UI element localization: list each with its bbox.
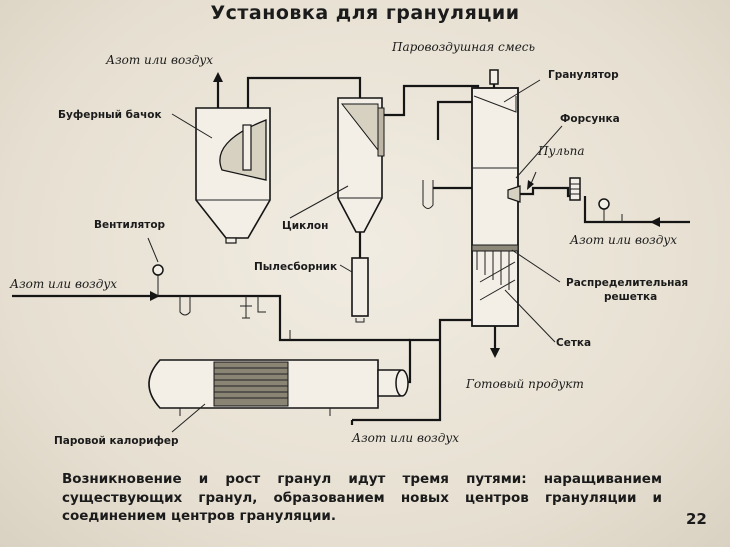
label-mesh: Сетка xyxy=(556,337,591,349)
cyclone-inlet xyxy=(377,107,385,157)
vapor-outlet xyxy=(489,69,499,85)
heater-supports xyxy=(179,408,331,416)
label-pulp: Пульпа xyxy=(537,144,584,158)
air-supply-pipe xyxy=(352,318,472,422)
valve-left-branch xyxy=(257,296,266,313)
mesh-line xyxy=(479,261,516,283)
label-cyclone: Циклон xyxy=(282,220,328,232)
left-air-arrow xyxy=(150,291,160,301)
pulp-arrow-head xyxy=(527,180,534,190)
leader-grid xyxy=(511,249,561,283)
distribution-grid xyxy=(471,244,519,252)
heater-core xyxy=(213,361,289,407)
label-distribution-grid-1: Распределительная xyxy=(566,277,688,289)
leader-heater xyxy=(171,403,206,433)
label-steam-heater: Паровой калорифер xyxy=(54,435,179,447)
diagram-title: Установка для грануляции xyxy=(210,2,520,24)
label-nozzle: Форсунка xyxy=(560,113,620,125)
mesh-line-2 xyxy=(479,279,516,301)
leader-fan xyxy=(147,237,159,263)
granulator-top-swirl xyxy=(473,95,517,113)
heater-outlet-cap xyxy=(395,369,409,397)
nozzle-body xyxy=(507,185,521,203)
page-number: 22 xyxy=(686,510,707,528)
right-gauge xyxy=(598,198,610,210)
label-nitrogen-top-left: Азот или воздух xyxy=(105,53,213,67)
left-air-line xyxy=(12,294,410,342)
grid-tubes xyxy=(476,251,510,290)
label-fan: Вентилятор xyxy=(94,219,166,231)
leader-granulator xyxy=(503,79,541,103)
label-dust-collector: Пылесборник xyxy=(254,261,337,273)
leader-mesh xyxy=(504,289,556,343)
recycle-pipe-top xyxy=(436,100,472,140)
label-finished-product: Готовый продукт xyxy=(465,377,584,391)
label-nitrogen-left: Азот или воздух xyxy=(9,277,117,291)
leader-nozzle xyxy=(515,125,563,179)
fan-gauge xyxy=(152,264,164,276)
valve-left xyxy=(240,296,252,319)
leader-dust xyxy=(339,264,353,273)
dust-collector xyxy=(351,257,369,317)
buffer-insert xyxy=(242,124,252,171)
dust-collector-bottom xyxy=(355,318,365,323)
leader-cyclone xyxy=(289,185,349,219)
heater-outlet-pipe xyxy=(408,338,440,384)
u-manometer-left xyxy=(179,296,191,316)
buffer-vent-arrow xyxy=(213,72,223,82)
rotameter-ticks xyxy=(570,183,580,195)
cyclone-granulator-pipe xyxy=(378,84,480,117)
label-buffer-tank: Буферный бачок xyxy=(58,109,162,121)
buffer-outlet xyxy=(225,237,237,244)
leader-buffer xyxy=(171,113,213,139)
buffer-cyclone-pipe xyxy=(246,76,362,108)
label-vapor-air-mix: Паровоздушная смесь xyxy=(391,40,535,54)
label-granulator: Гранулятор xyxy=(548,69,619,81)
product-arrow xyxy=(490,348,500,358)
heater-core-lines xyxy=(214,367,288,399)
label-nitrogen-bottom: Азот или воздух xyxy=(351,431,459,445)
granulator xyxy=(471,87,519,327)
caption-text: Возникновение и рост гранул идут тремя п… xyxy=(62,471,662,524)
pulp-line xyxy=(520,186,576,198)
label-distribution-grid-2: решетка xyxy=(604,291,657,303)
u-manometer-right xyxy=(422,180,434,209)
right-air-arrow xyxy=(650,217,660,227)
label-nitrogen-right: Азот или воздух xyxy=(569,233,677,247)
